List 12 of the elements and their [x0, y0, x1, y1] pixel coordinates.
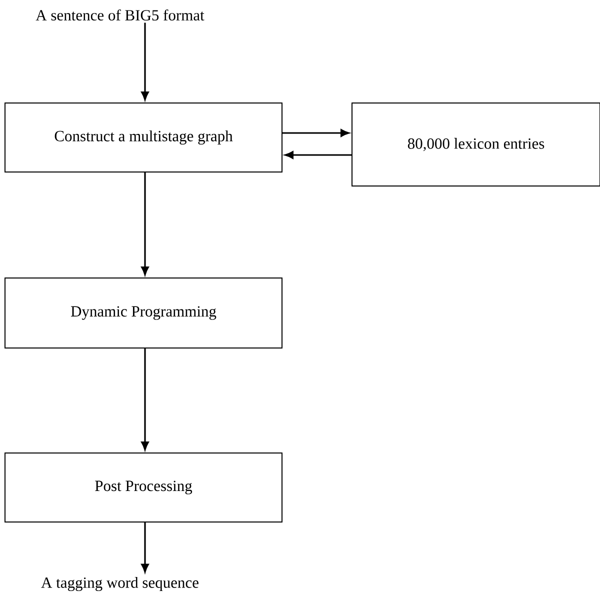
- process-box: Post Processing: [4, 452, 282, 522]
- process-box: Construct a multistage graph: [4, 102, 282, 172]
- arrow: [282, 129, 350, 137]
- process-box: 80,000 lexicon entries: [352, 102, 600, 186]
- arrow: [284, 151, 352, 159]
- text-label: A sentence of BIG5 format: [36, 9, 204, 21]
- arrow: [141, 522, 149, 572]
- process-box: Dynamic Programming: [4, 278, 282, 348]
- arrow: [141, 22, 149, 100]
- arrow: [141, 348, 149, 450]
- text-label: A tagging word sequence: [41, 576, 198, 592]
- arrow: [141, 172, 149, 276]
